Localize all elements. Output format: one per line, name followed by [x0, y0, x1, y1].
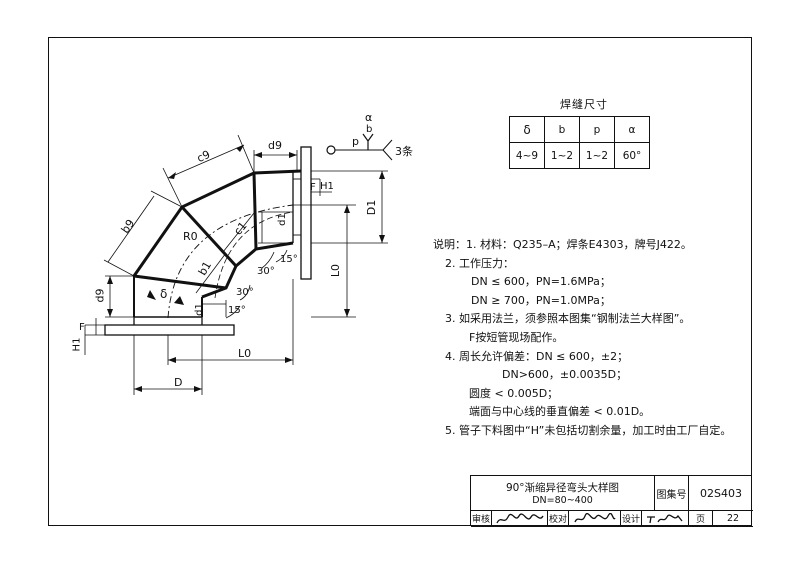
check-signature	[569, 511, 621, 527]
label-angle-15-top: 15°	[280, 254, 298, 265]
note-line: DN>600，±0.0035D；	[502, 368, 628, 382]
check-label: 校对	[548, 511, 569, 527]
label-delta: δ	[160, 287, 168, 301]
joint-line-3	[133, 274, 227, 290]
label-F-left: F	[79, 322, 85, 333]
label-L0-right: L0	[329, 263, 343, 278]
drawing-title: 90°渐缩异径弯头大样图	[505, 482, 620, 494]
weld-header-cell: δ	[509, 116, 545, 143]
weld-header-cell: b	[544, 116, 580, 143]
center-arc	[167, 204, 294, 319]
label-p-weld: p	[352, 135, 359, 148]
label-R0: R0	[183, 230, 198, 243]
weld-symbol-circle	[326, 145, 336, 155]
label-d9-left: d9	[93, 288, 107, 303]
design-label: 设计	[621, 511, 642, 527]
atlas-label: 图集号	[655, 476, 689, 511]
weld-value-cell: 60°	[614, 142, 650, 169]
label-angle-15-bottom: 15°	[228, 305, 246, 316]
weld-value-cell: 4~9	[509, 142, 545, 169]
label-H1-top: H1	[320, 181, 334, 192]
label-H1-left: H1	[71, 337, 83, 352]
note-line: 2. 工作压力：	[445, 256, 514, 270]
weld-table-header-row: δ b p α	[509, 116, 650, 143]
weld-table-value-row: 4~9 1~2 1~2 60°	[509, 142, 650, 169]
label-L0-bottom: L0	[238, 347, 252, 360]
label-d1-bottom: d1	[193, 303, 205, 316]
bottom-flange	[104, 324, 235, 336]
weld-value-cell: 1~2	[544, 142, 580, 169]
note-line: 3. 如采用法兰，须参照本图集“钢制法兰大样图”。	[445, 312, 691, 326]
inner-arc	[214, 211, 294, 299]
weld-table: δ b p α 4~9 1~2 1~2 60°	[509, 116, 650, 169]
design-signature	[642, 511, 689, 527]
joint-line-1	[180, 205, 238, 268]
design-signature-icon	[647, 514, 683, 523]
note-line: 说明：1. 材料：Q235–A；焊条E4303，牌号J422。	[433, 238, 692, 251]
title-block-title-cell: 90°渐缩异径弯头大样图 DN=80~400	[471, 476, 655, 511]
drawing-subtitle: DN=80~400	[532, 495, 593, 506]
label-angle-30-top: 30°	[257, 266, 275, 277]
label-D1: D1	[365, 199, 379, 216]
review-label: 审核	[471, 511, 492, 527]
label-weld-count: 3条	[395, 145, 413, 158]
label-alpha: α	[365, 111, 373, 124]
note-line: 5. 管子下料图中“H”未包括切割余量，加工时由工厂自定。	[445, 423, 732, 437]
drawing-frame	[48, 37, 752, 526]
label-b-weld: b	[366, 124, 373, 135]
label-angle-30-bottom: 30°	[236, 287, 254, 298]
label-F-top: F	[310, 182, 316, 193]
weld-header-cell: α	[614, 116, 650, 143]
note-line: DN ≥ 700，PN=1.0MPa；	[471, 293, 611, 307]
weld-value-cell: 1~2	[579, 142, 615, 169]
atlas-number: 02S403	[689, 476, 753, 511]
note-line: 圆度 < 0.005D；	[469, 386, 559, 400]
page-label: 页	[689, 511, 713, 527]
joint-line-2	[252, 172, 258, 250]
check-signature-icon	[573, 512, 616, 522]
note-line: 端面与中心线的垂直偏差 < 0.01D。	[469, 405, 651, 419]
notes-block: 说明：1. 材料：Q235–A；焊条E4303，牌号J422。 2. 工作压力：…	[433, 236, 731, 441]
title-block: 90°渐缩异径弯头大样图 DN=80~400 图集号 02S403 审核 校对 …	[470, 475, 753, 527]
note-line: DN ≤ 600，PN=1.6MPa；	[471, 275, 611, 289]
weld-table-title: 焊缝尺寸	[560, 98, 608, 111]
label-d1-right: d1	[276, 213, 288, 226]
elbow-outer-outline	[132, 169, 302, 277]
weld-header-cell: p	[579, 116, 615, 143]
note-line: 4. 周长允许偏差：DN ≤ 600，±2；	[445, 349, 629, 363]
review-signature	[492, 511, 548, 527]
page-number: 22	[713, 511, 753, 527]
label-D: D	[174, 376, 183, 389]
note-line: F按短管现场配作。	[469, 330, 564, 344]
review-signature-icon	[495, 513, 544, 523]
right-flange	[300, 146, 312, 280]
label-d9-top: d9	[268, 139, 282, 152]
